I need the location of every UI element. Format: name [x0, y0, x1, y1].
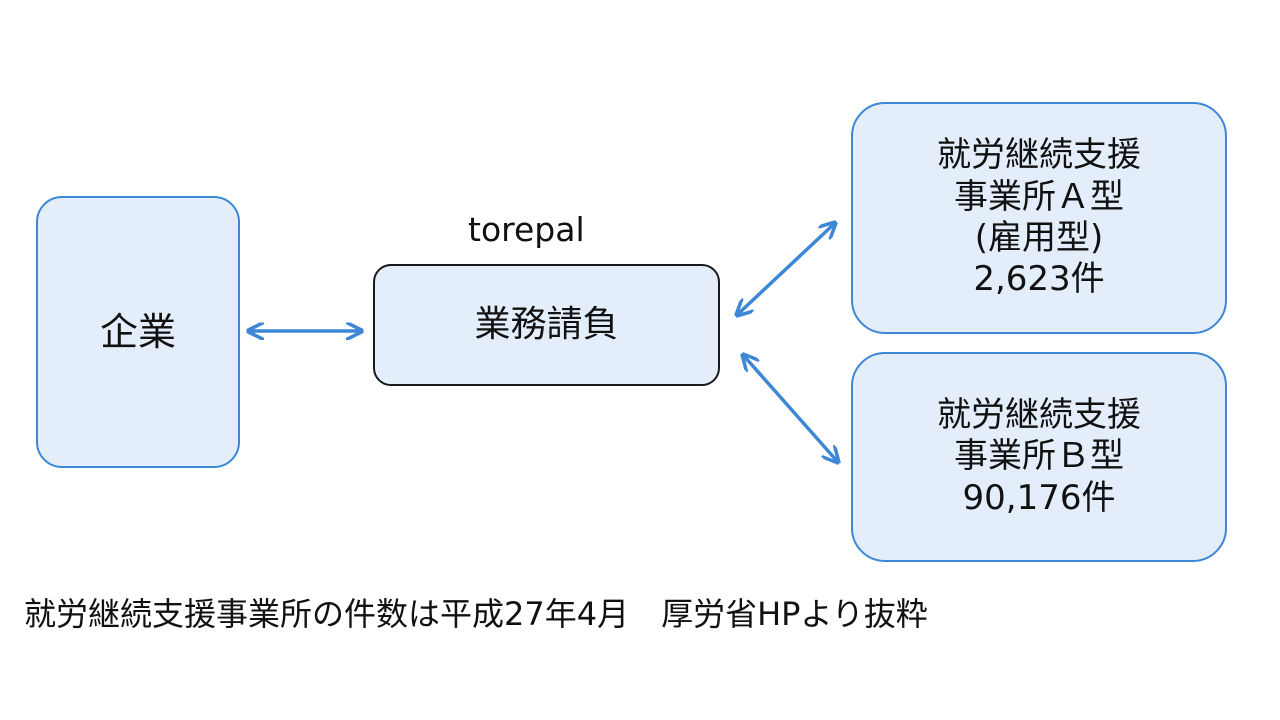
node-type-a-count: 2,623件 [973, 259, 1105, 300]
node-kigyo: 企業 [36, 196, 240, 468]
node-type-a-line-2: 事業所Ａ型 [954, 176, 1124, 217]
node-type-b-line-1: 就労継続支援 [937, 394, 1141, 435]
torepal-label: torepal [468, 210, 585, 249]
node-type-a-line-1: 就労継続支援 [937, 135, 1141, 176]
node-type-b-line-2: 事業所Ｂ型 [954, 436, 1124, 477]
node-type-b: 就労継続支援 事業所Ｂ型 90,176件 [851, 352, 1227, 562]
node-type-a: 就労継続支援 事業所Ａ型 (雇用型) 2,623件 [851, 102, 1227, 334]
node-kigyo-label: 企業 [99, 309, 176, 354]
source-footnote: 就労継続支援事業所の件数は平成27年4月 厚労省HPより抜粋 [24, 595, 928, 633]
arrow-gyomu-type-a [738, 224, 834, 314]
node-type-b-count: 90,176件 [962, 477, 1116, 518]
arrow-gyomu-type-b [744, 356, 837, 461]
node-type-a-line-3: (雇用型) [974, 218, 1104, 258]
node-gyomu-label: 業務請負 [474, 304, 619, 346]
node-gyomu-ukeoi: 業務請負 [373, 264, 720, 386]
